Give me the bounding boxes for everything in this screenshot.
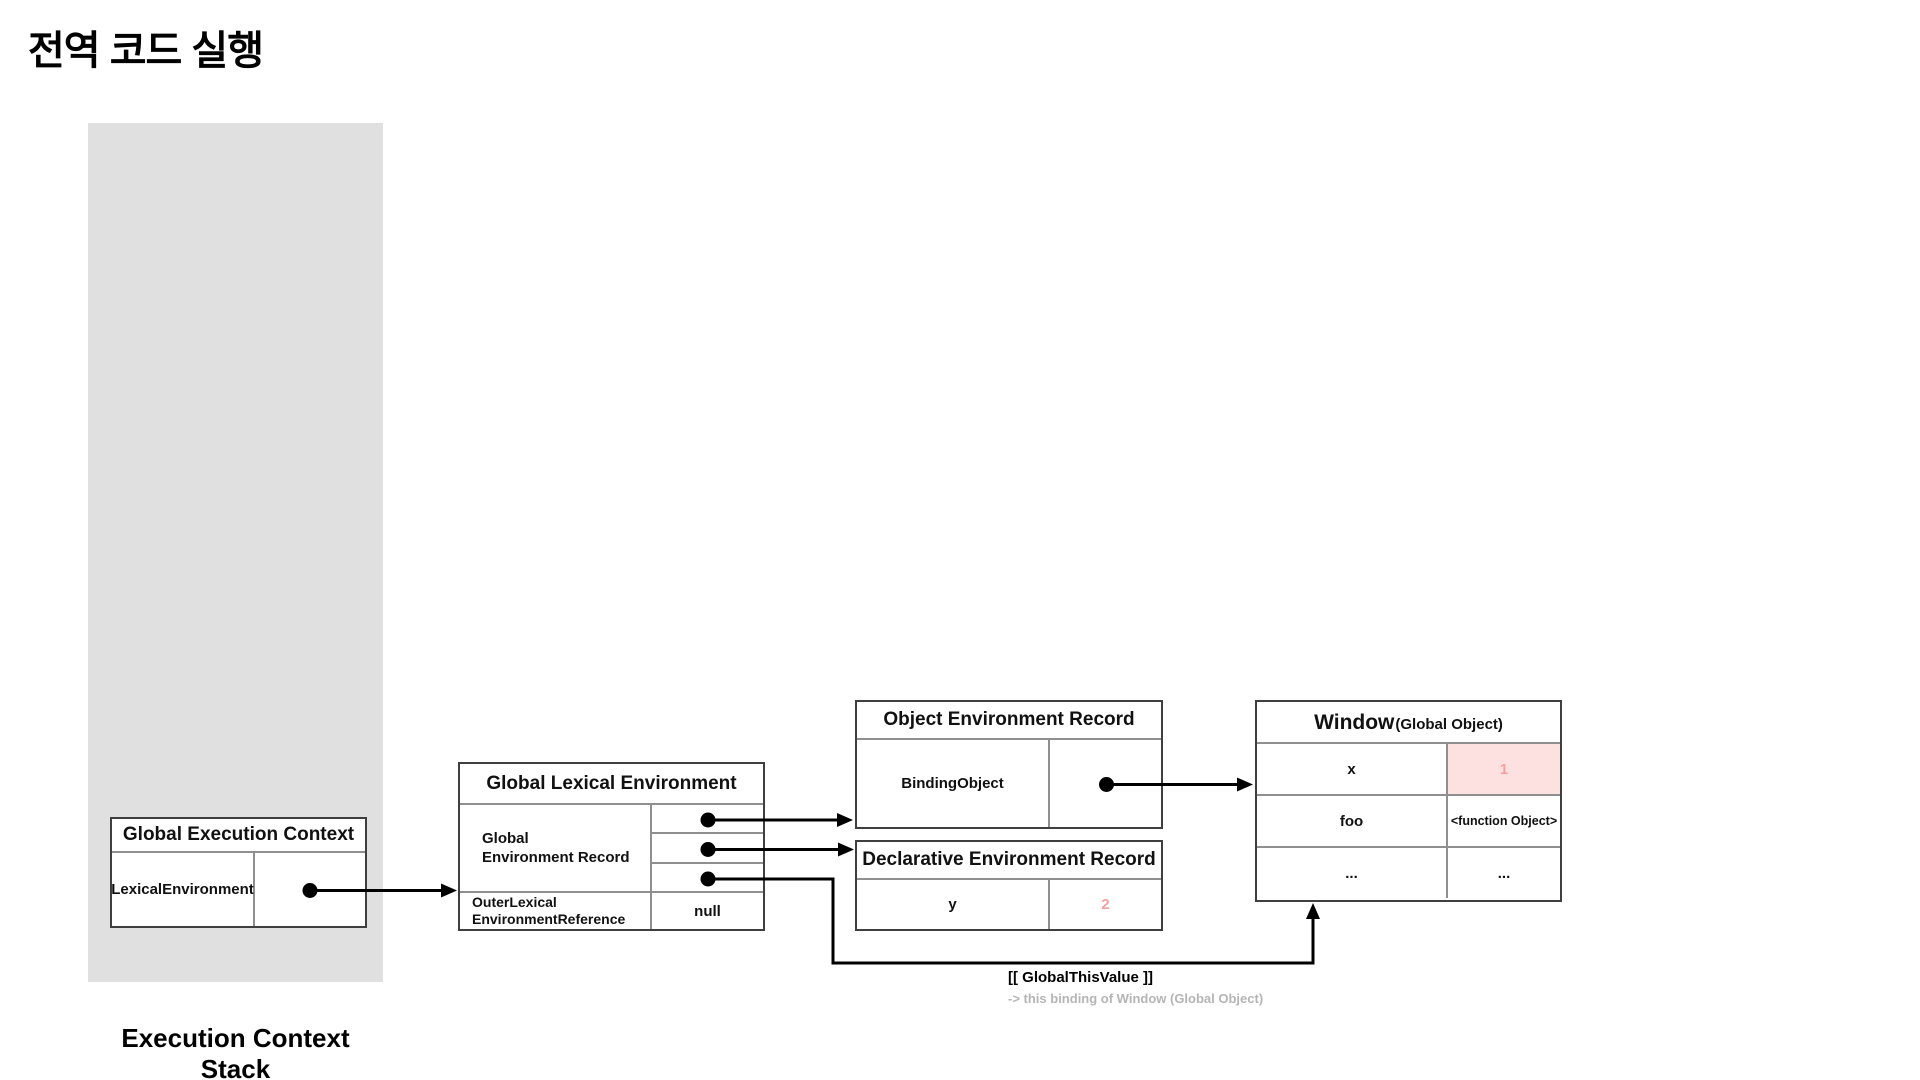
window-row-foo: foo <function Object> <box>1257 794 1560 846</box>
binding-object-row: BindingObject <box>857 740 1161 827</box>
global-this-value-label: [[ GlobalThisValue ]] <box>1008 969 1154 986</box>
window-table: x 1 foo <function Object> ... ... <box>1257 744 1560 898</box>
window-value-x: 1 <box>1448 744 1560 794</box>
lexical-environment-row: LexicalEnvironment <box>111 853 365 926</box>
window-title-main: Window <box>1314 711 1395 734</box>
window-title: Window(Global Object) <box>1257 702 1560 744</box>
outer-lexical-environment-reference-row: OuterLexical EnvironmentReference null <box>460 893 763 929</box>
declarative-entry-row: y 2 <box>857 880 1161 929</box>
global-environment-record-label: Global Environment Record <box>460 805 652 891</box>
outer-ref-label-line2: EnvironmentReference <box>472 911 626 927</box>
binding-object-label: BindingObject <box>857 740 1050 827</box>
pointer-slot-global-this-value <box>652 864 763 891</box>
global-environment-record-label-line1: Global <box>482 829 529 847</box>
window-key-ellipsis: ... <box>1257 848 1448 898</box>
page-title: 전역 코드 실행 <box>28 29 264 73</box>
lexical-environment-label: LexicalEnvironment <box>111 853 255 926</box>
global-execution-context-box: Global Execution Context LexicalEnvironm… <box>110 817 367 928</box>
pointer-slot-object-environment-record <box>652 805 763 835</box>
global-execution-context-title: Global Execution Context <box>112 819 365 853</box>
outer-ref-label-line1: OuterLexical <box>472 893 557 910</box>
declarative-entry-key: y <box>857 880 1050 929</box>
window-row-x: x 1 <box>1257 744 1560 794</box>
declarative-environment-record-title: Declarative Environment Record <box>857 842 1161 880</box>
lexical-environment-pointer-cell <box>255 853 365 926</box>
global-lexical-environment-box: Global Lexical Environment Global Enviro… <box>458 762 765 931</box>
window-title-sub: (Global Object) <box>1395 716 1503 733</box>
global-environment-record-label-line2: Environment Record <box>482 849 630 866</box>
outer-ref-value: null <box>694 902 721 920</box>
declarative-environment-record-box: Declarative Environment Record y 2 <box>855 840 1163 931</box>
declarative-entry-value: 2 <box>1101 896 1110 913</box>
execution-context-stack-caption: Execution Context Stack <box>121 1023 350 1080</box>
global-this-value-caption: -> this binding of Window (Global Object… <box>1008 991 1264 1006</box>
window-row-ellipsis: ... ... <box>1257 846 1560 898</box>
pointer-slot-declarative-environment-record <box>652 834 763 864</box>
window-value-ellipsis: ... <box>1497 864 1511 882</box>
window-key-x: x <box>1257 744 1448 794</box>
window-value-foo: <function Object> <box>1450 814 1558 828</box>
object-environment-record-title: Object Environment Record <box>857 702 1161 740</box>
binding-object-pointer-cell <box>1050 740 1161 827</box>
global-lexical-environment-title: Global Lexical Environment <box>460 764 763 805</box>
window-global-object-box: Window(Global Object) x 1 foo <function … <box>1255 700 1562 902</box>
global-environment-record-row: Global Environment Record <box>460 805 763 893</box>
global-environment-record-pointer-cells <box>652 805 763 891</box>
outer-lexical-environment-reference-label: OuterLexical EnvironmentReference <box>460 893 652 929</box>
object-environment-record-box: Object Environment Record BindingObject <box>855 700 1163 829</box>
window-key-foo: foo <box>1257 796 1448 846</box>
